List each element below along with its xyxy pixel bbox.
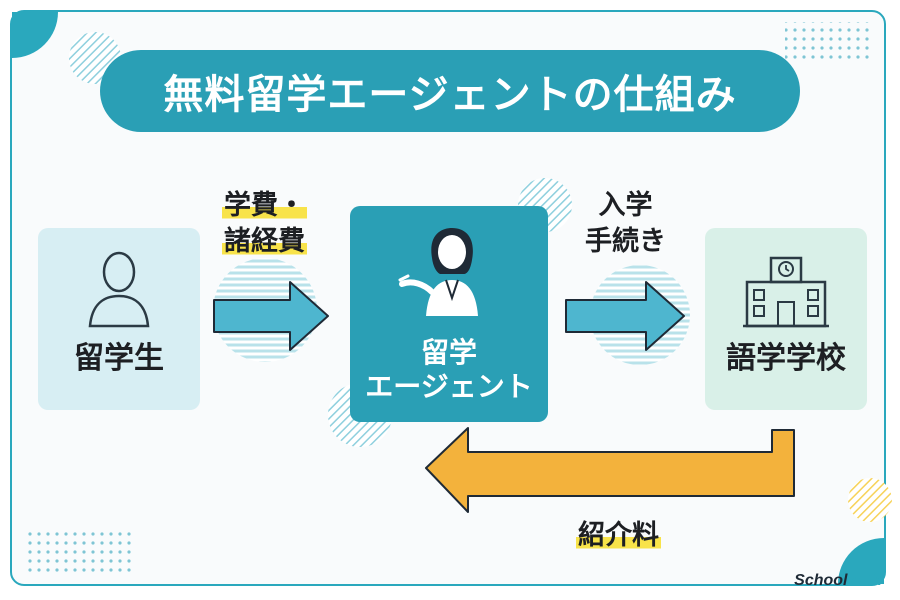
edge-label-enrollment: 入学 手続き [585,188,666,260]
node-agent-label-line1: 留学 [420,336,477,369]
dot-grid-decoration [785,22,870,62]
node-student-label: 留学生 [74,341,164,376]
person-silhouette-icon [88,251,150,328]
dot-grid-decoration [25,528,135,576]
node-school-label: 語学学校 [726,341,846,376]
diagram-title: 無料留学エージェントの仕組み [100,50,800,132]
node-agent: 留学 エージェント [350,206,548,422]
edge-label-tuition-line1: 学費・ [222,190,307,221]
node-student: 留学生 [38,228,200,410]
edge-label-referral-fee: 紹介料 [576,518,661,554]
edge-label-enrollment-line2: 手続き [585,226,666,257]
node-agent-label: 留学 エージェント [365,336,532,404]
edge-label-tuition: 学費・ 諸経費 [222,188,307,260]
node-school: 語学学校 [705,228,867,410]
arrow-student-to-agent [213,281,329,351]
logo-part2: With [847,572,882,589]
node-agent-label-line2: エージェント [365,370,533,403]
woman-presenting-icon [398,228,478,316]
school-building-icon [743,256,829,328]
arrow-agent-to-school [565,281,685,351]
arrow-school-to-agent [425,427,795,513]
edge-label-referral-fee-text: 紹介料 [576,520,661,551]
edge-label-enrollment-line1: 入学 [598,190,653,221]
schoolwith-logo: SchoolWith [794,572,882,590]
hatched-circle-decoration [848,478,892,522]
edge-label-tuition-line2: 諸経費 [222,226,307,257]
logo-part1: School [794,572,848,589]
